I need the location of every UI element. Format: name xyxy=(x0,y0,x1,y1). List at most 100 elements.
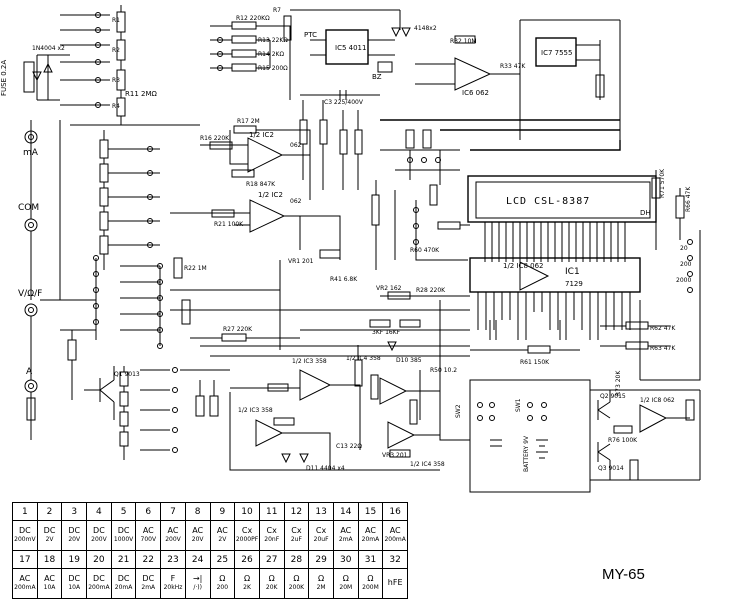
r33-label: R33 47K xyxy=(500,63,526,70)
legend-function-mode: F xyxy=(170,574,176,583)
legend-function-mode: Ω xyxy=(367,574,374,583)
legend-function-mode: DC xyxy=(117,574,130,583)
legend-function-mode: DC xyxy=(68,574,81,583)
ic2-top-opamp: 1/2 IC2 062 R17 2M R18 847K R16 220K xyxy=(200,118,311,200)
range-2000-label: 2000 xyxy=(676,277,691,284)
legend-function-range: 2M xyxy=(316,584,326,591)
lcd-label: LCD CSL-8387 xyxy=(506,196,590,207)
legend-function-range: 20uF xyxy=(313,536,329,543)
lcd-display: LCD CSL-8387 DH xyxy=(467,175,657,223)
legend-function-mode: DC xyxy=(93,574,105,583)
legend-function-mode: AC xyxy=(340,526,352,535)
legend-function-range: 200 xyxy=(216,584,229,591)
battery-switch-section: SW2 SW1 BATTERY 9V xyxy=(455,379,591,493)
xtal-resistors-label: 3KF 16KF xyxy=(372,329,401,336)
legend-function-range: 20kHz xyxy=(163,584,183,591)
ic8-bot-label: 1/2 IC8 062 xyxy=(640,397,675,404)
legend-position-number: 13 xyxy=(308,502,334,521)
legend-function-range: 2K xyxy=(243,584,251,591)
legend-function-range: 1000V xyxy=(113,536,134,543)
resistor-ladder-top: R1 R2 R3 R4 xyxy=(60,5,200,126)
ic2-mid-label: 1/2 IC2 xyxy=(258,191,283,199)
r28-label: R28 220K xyxy=(416,287,446,294)
r4-label: R4 xyxy=(112,103,120,110)
d11-label: D11 4404 x4 xyxy=(306,465,345,472)
fuse-label: FUSE 0.2A xyxy=(0,60,8,96)
legend-function-range: 20nF xyxy=(264,536,280,543)
legend-function-range: 200V xyxy=(165,536,181,543)
r62-label: R62 47K xyxy=(650,325,676,332)
legend-function-cell: →|/·)) xyxy=(184,568,211,599)
legend-function-mode: AC xyxy=(216,526,228,535)
ic1-label: IC1 xyxy=(565,267,580,277)
r16-label: R16 220K xyxy=(200,135,230,142)
decimal-point-selectors: 20 200 2000 R66 47K R71 570K R62 47K R63… xyxy=(600,168,701,381)
legend-function-range: 200mA xyxy=(14,584,36,591)
legend-position-number: 5 xyxy=(110,502,137,521)
legend-function-range: 200K xyxy=(288,584,305,591)
legend-function-mode: hFE xyxy=(387,578,403,587)
legend-position-number: 1 xyxy=(12,502,38,521)
r76-label: R76 100K xyxy=(608,437,638,444)
legend-function-range: 20M xyxy=(339,584,353,591)
ic4-opamps: 1/2 IC4 358 1/2 IC4 358 VR3 201 xyxy=(346,345,445,468)
legend-function-mode: AC xyxy=(365,526,376,535)
legend-function-mode: DC xyxy=(18,526,31,535)
legend-function-mode: DC xyxy=(68,526,81,535)
ic1-adc-chip: IC1 7129 xyxy=(469,257,641,340)
legend-position-number: 15 xyxy=(357,502,384,521)
legend-function-mode: AC xyxy=(44,574,55,583)
legend-function-range: 2V xyxy=(45,536,54,543)
vr1-label: VR1 201 xyxy=(288,258,314,265)
power-regulator-section: Q2 9015 Q3 9014 1/2 IC8 062 R76 100K R73… xyxy=(590,370,701,481)
range-resistors-top: R12 220KΩ R13 22KΩ R14 2KΩ R15 200Ω xyxy=(210,15,291,100)
legend-function-mode: DC xyxy=(117,526,130,535)
legend-position-number: 16 xyxy=(382,502,408,521)
range-200-label: 200 xyxy=(680,261,692,268)
r11-label: R11 2MΩ xyxy=(125,90,157,98)
q1-label: Q1 9013 xyxy=(114,371,140,378)
ic1-part: 7129 xyxy=(565,280,583,288)
sw2-label: SW2 xyxy=(455,404,462,418)
legend-position-number: 20 xyxy=(86,550,112,569)
r61-label: R61 150K xyxy=(520,359,550,366)
legend-position-number: 11 xyxy=(258,502,285,521)
legend-position-number: 25 xyxy=(209,550,236,569)
legend-position-number: 30 xyxy=(332,550,359,569)
legend-position-number: 18 xyxy=(36,550,63,569)
r14-label: R14 2KΩ xyxy=(258,51,284,58)
r12-label: R12 220KΩ xyxy=(236,15,270,22)
legend-function-range: 20V xyxy=(68,536,81,543)
legend-function-mode: DC xyxy=(93,526,105,535)
legend-position-number: 31 xyxy=(357,550,384,569)
legend-position-number: 3 xyxy=(61,502,88,521)
legend-function-range: 200M xyxy=(362,584,379,591)
top-right-rail xyxy=(380,119,621,151)
legend-position-number: 8 xyxy=(184,502,211,521)
r22-label: R22 1M xyxy=(184,265,207,272)
legend-function-range: 700V xyxy=(140,536,157,543)
legend-function-cell: hFE xyxy=(382,568,408,599)
legend-position-number: 23 xyxy=(160,550,186,569)
legend-function-mode: Ω xyxy=(268,574,275,583)
legend-position-number: 12 xyxy=(283,502,310,521)
legend-function-mode: AC xyxy=(19,574,31,583)
r15-label: R15 200Ω xyxy=(258,65,288,72)
legend-function-range: 20K xyxy=(265,584,278,591)
ptc-label: PTC xyxy=(304,31,317,39)
battery-label: BATTERY 9V xyxy=(523,435,530,472)
